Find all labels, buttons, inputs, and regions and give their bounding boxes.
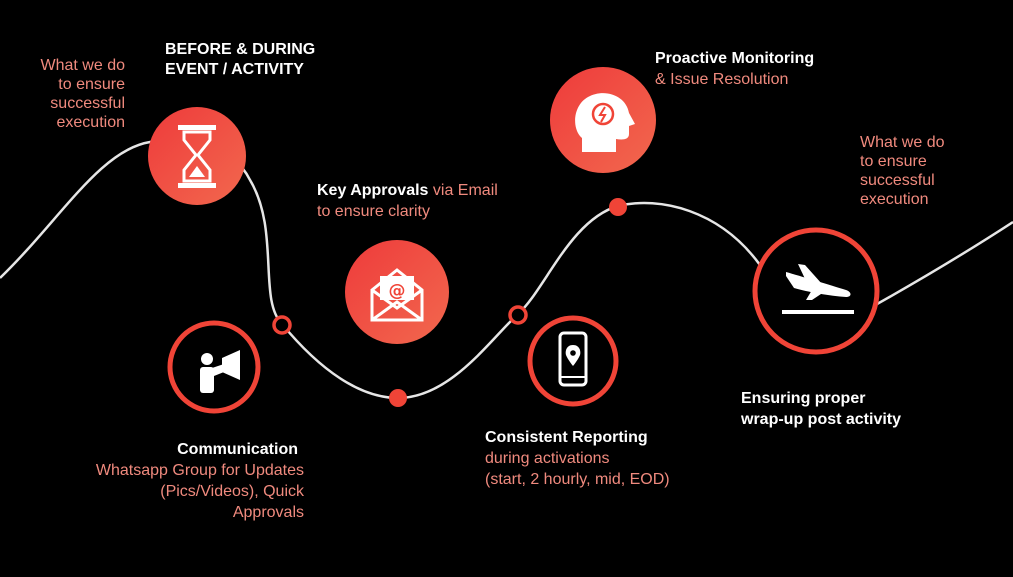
head-lightbulb-icon	[550, 67, 656, 173]
ring-marker-1	[272, 315, 292, 335]
key-approvals-label: Key Approvals via Email to ensure clarit…	[317, 182, 498, 220]
svg-text:@: @	[389, 281, 406, 301]
hourglass-icon	[148, 107, 246, 205]
megaphone-person-icon	[167, 320, 261, 414]
key-approvals-desc: via Email	[432, 182, 498, 199]
mobile-location-icon	[527, 315, 619, 407]
communication-label: Communication Whatsapp Group for Updates…	[95, 441, 304, 521]
wrap-up-title: Ensuring proper wrap-up post activity	[741, 390, 902, 428]
before-during-note: What we do to ensure successful executio…	[40, 57, 125, 131]
wrap-up-note: What we do to ensure successful executio…	[860, 134, 945, 208]
monitoring-label: Proactive Monitoring & Issue Resolution	[655, 50, 815, 88]
dot-marker-2	[609, 198, 627, 216]
email-envelope-icon: @	[345, 240, 449, 344]
dot-marker-1	[389, 389, 407, 407]
before-during-title: BEFORE & DURING EVENT / ACTIVITY	[165, 41, 316, 78]
ring-marker-2	[508, 305, 528, 325]
airplane-landing-icon	[752, 227, 880, 355]
reporting-label: Consistent Reporting during activations …	[485, 429, 670, 488]
key-approvals-title: Key Approvals	[317, 182, 429, 199]
